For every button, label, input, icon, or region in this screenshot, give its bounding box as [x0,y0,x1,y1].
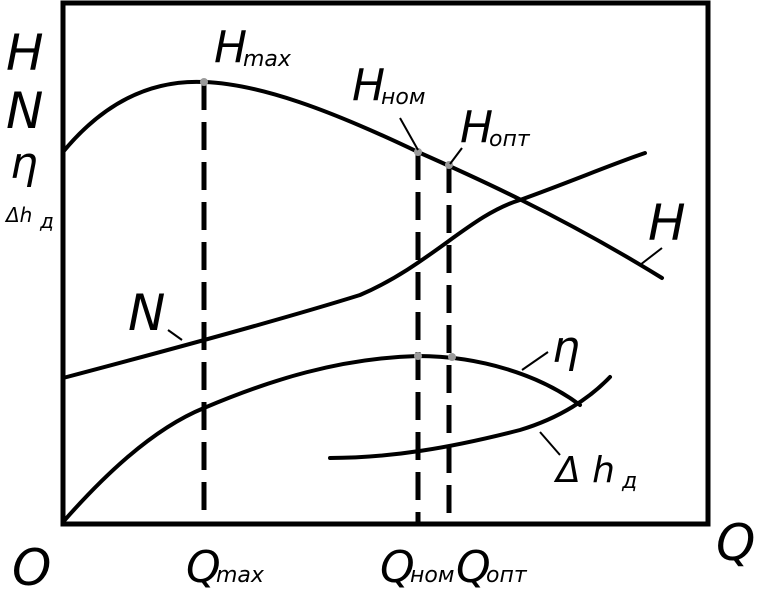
leader-h [639,247,663,266]
label-hopt: H [460,102,493,153]
axis-label-n: N [6,82,43,140]
curve-label-eta: η [552,322,580,373]
power-curve-n [61,151,647,380]
curve-label-h: H [648,194,686,252]
axis-label-h: H [6,24,44,82]
tick-qnom-sub: ном [410,563,454,588]
axis-label-eta: η [10,138,38,189]
efficiency-curve-eta [61,354,582,524]
curve-label-n: N [128,284,165,342]
plot-frame [60,0,711,527]
curve-label-dh: Δ h [553,450,615,491]
curve-label-dh-sub: д [621,469,637,494]
label-hnom: H [352,60,385,111]
leader-hnom [399,117,419,151]
head-curve-h [61,79,664,280]
point-hnom [414,148,422,156]
leader-eta [521,351,549,371]
point-eta-opt [448,353,456,361]
leader-n [167,329,183,341]
axis-label-q: Q [716,514,755,572]
leader-hopt [449,147,463,165]
point-eta-nom [414,352,422,360]
origin-label: O [12,539,51,597]
point-hmax [200,78,208,86]
axis-label-dh-sub: д [39,209,54,233]
tick-qnom: Q [380,542,415,593]
leader-dh [539,431,561,456]
label-hopt-sub: опт [489,127,531,152]
label-hmax: H [214,22,247,73]
axis-label-dh: Δh [4,203,32,227]
tick-qmax: Q [186,542,221,593]
label-hnom-sub: ном [381,85,425,110]
tick-qopt-sub: опт [486,563,528,588]
label-hmax-sub: max [243,47,292,72]
cavitation-curve-dh [328,375,612,460]
tick-qmax-sub: max [216,563,265,588]
tick-qopt: Q [456,542,491,593]
